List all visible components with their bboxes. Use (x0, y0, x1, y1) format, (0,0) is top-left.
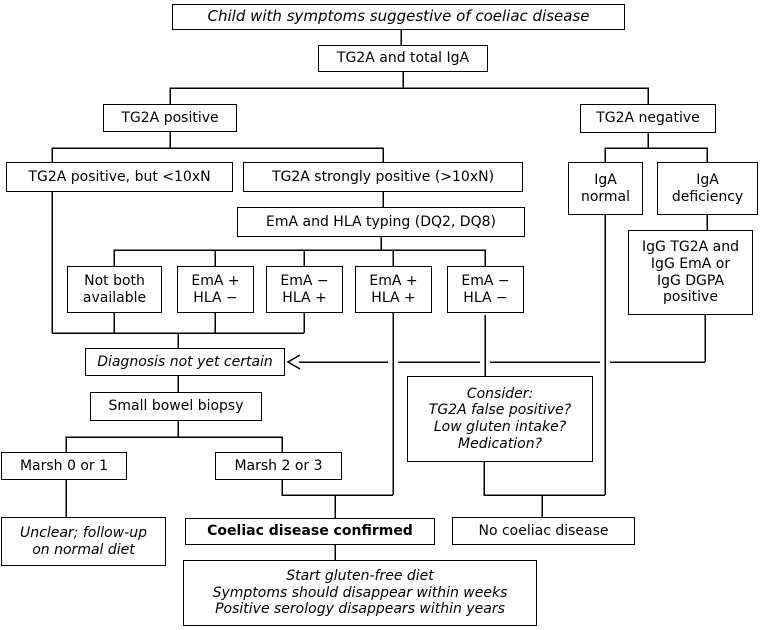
node-tg2a-and-total-iga: TG2A and total IgA (318, 45, 488, 72)
node-start-gluten-free-diet: Start gluten-free diet Symptoms should d… (183, 560, 537, 626)
node-consider-false-positive: Consider: TG2A false positive? Low glute… (407, 376, 593, 462)
node-coeliac-disease-confirmed: Coeliac disease confirmed (185, 518, 435, 545)
node-iga-normal: IgA normal (568, 162, 643, 215)
arrowhead-to-diagnosis (286, 354, 301, 370)
node-ema-hla-typing: EmA and HLA typing (DQ2, DQ8) (237, 207, 525, 237)
node-iga-deficiency: IgA deficiency (657, 162, 758, 215)
node-no-coeliac-disease: No coeliac disease (452, 517, 635, 545)
node-ema-pos-hla-neg: EmA + HLA − (177, 266, 254, 313)
node-tg2a-lt10xn: TG2A positive, but <10xN (6, 162, 233, 192)
node-ema-neg-hla-pos: EmA − HLA + (266, 266, 343, 313)
node-marsh-2-or-3: Marsh 2 or 3 (215, 452, 342, 480)
node-child-symptoms: Child with symptoms suggestive of coelia… (172, 4, 625, 30)
node-unclear-followup: Unclear; follow-up on normal diet (1, 517, 166, 566)
node-tg2a-positive: TG2A positive (103, 104, 237, 132)
node-tg2a-negative: TG2A negative (580, 104, 716, 133)
node-marsh-0-or-1: Marsh 0 or 1 (1, 452, 127, 480)
node-igg-serology-positive: IgG TG2A and IgG EmA or IgG DGPA positiv… (628, 230, 753, 315)
node-tg2a-gt10xn: TG2A strongly positive (>10xN) (243, 162, 523, 192)
node-ema-pos-hla-pos: EmA + HLA + (355, 266, 432, 313)
node-ema-neg-hla-neg: EmA − HLA − (447, 266, 524, 313)
node-small-bowel-biopsy: Small bowel biopsy (90, 392, 262, 421)
node-diagnosis-not-yet-certain: Diagnosis not yet certain (85, 348, 285, 376)
node-not-both-available: Not both available (67, 266, 162, 313)
